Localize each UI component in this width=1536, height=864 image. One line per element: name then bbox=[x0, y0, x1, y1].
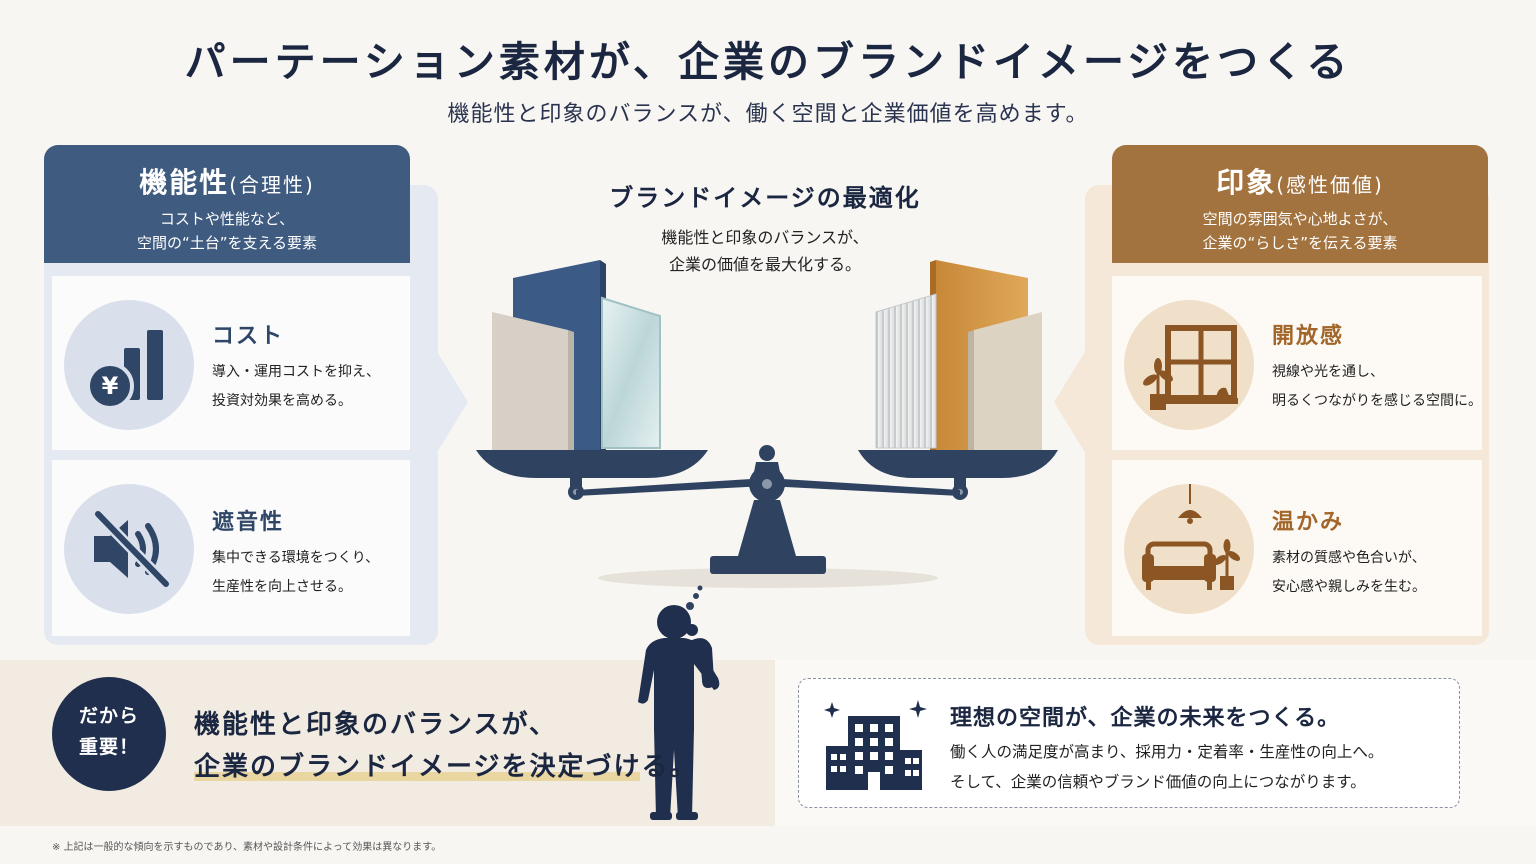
speaker-mute-icon bbox=[64, 484, 194, 614]
left-panel-desc: コストや性能など、 空間の“土台”を支える要素 bbox=[136, 210, 318, 252]
card-warmth-desc: 素材の質感や色合いが、 安心感や親しみを生む。 bbox=[1272, 550, 1426, 595]
right-panel-arrow bbox=[1054, 350, 1086, 454]
yen-chart-icon: ¥ bbox=[64, 300, 194, 430]
card-soundproof: 遮音性 集中できる環境をつくり、 生産性を向上させる。 bbox=[52, 460, 410, 636]
card-cost: ¥ コスト 導入・運用コストを抑え、 投資対効果を高める。 bbox=[52, 276, 410, 450]
message-line-1: 機能性と印象のバランスが、 bbox=[194, 710, 557, 740]
office-building-icon bbox=[824, 700, 927, 790]
right-panel-desc: 空間の雰囲気や心地よさが、 企業の“らしさ”を伝える要素 bbox=[1202, 210, 1398, 252]
card-warmth-title: 温かみ bbox=[1272, 510, 1345, 535]
right-panel-heading: 印象(感性価値) bbox=[1216, 166, 1384, 199]
card-cost-desc: 導入・運用コストを抑え、 投資対効果を高める。 bbox=[212, 364, 380, 409]
ideal-desc: 働く人の満足度が高まり、採用力・定着率・生産性の向上へ。 そして、企業の信頼やブ… bbox=[950, 743, 1384, 791]
footnote: ※ 上記は一般的な傾向を示すものであり、素材や設計条件によって効果は異なります。 bbox=[52, 842, 442, 853]
card-openness-title: 開放感 bbox=[1272, 324, 1345, 349]
message-line-2: 企業のブランドイメージを決定づける。 bbox=[194, 752, 698, 782]
message-highlight bbox=[194, 772, 640, 781]
center-title: ブランドイメージの最適化 bbox=[609, 184, 921, 212]
left-panel-heading: 機能性(合理性) bbox=[139, 166, 315, 199]
left-panel-arrow bbox=[436, 350, 468, 454]
svg-text:¥: ¥ bbox=[102, 372, 119, 400]
sofa-lamp-icon bbox=[1124, 484, 1254, 614]
left-panel-header: 機能性(合理性) コストや性能など、 空間の“土台”を支える要素 bbox=[44, 145, 410, 263]
page-subtitle: 機能性と印象のバランスが、働く空間と企業価値を高めます。 bbox=[447, 102, 1089, 127]
window-plant-icon bbox=[1124, 300, 1254, 430]
right-panel-header: 印象(感性価値) 空間の雰囲気や心地よさが、 企業の“らしさ”を伝える要素 bbox=[1112, 145, 1488, 263]
important-badge: だから 重要！ bbox=[52, 677, 166, 791]
card-openness-desc: 視線や光を通し、 明るくつながりを感じる空間に。 bbox=[1272, 364, 1482, 409]
card-warmth: 温かみ 素材の質感や色合いが、 安心感や親しみを生む。 bbox=[1112, 460, 1482, 636]
ideal-title: 理想の空間が、企業の未来をつくる。 bbox=[950, 706, 1341, 731]
page-title: パーテーション素材が、企業のブランドイメージをつくる bbox=[184, 38, 1352, 86]
card-cost-title: コスト bbox=[212, 324, 285, 349]
card-openness: 開放感 視線や光を通し、 明るくつながりを感じる空間に。 bbox=[1112, 276, 1482, 450]
thinking-person-illustration bbox=[638, 585, 720, 820]
card-soundproof-title: 遮音性 bbox=[212, 510, 285, 535]
center-desc: 機能性と印象のバランスが、 企業の価値を最大化する。 bbox=[661, 228, 869, 274]
card-soundproof-desc: 集中できる環境をつくり、 生産性を向上させる。 bbox=[212, 550, 380, 595]
balance-scale-illustration bbox=[476, 260, 1058, 588]
